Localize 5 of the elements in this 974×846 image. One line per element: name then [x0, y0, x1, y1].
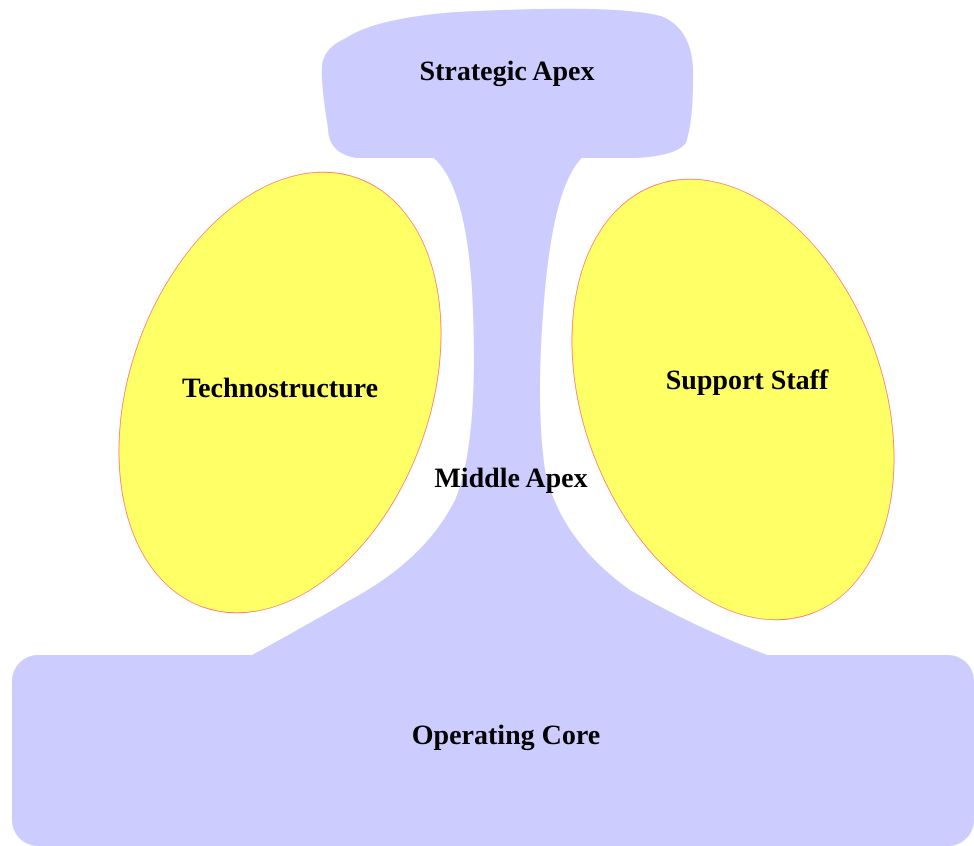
- node-label: Operating Core: [410, 719, 602, 753]
- node-label: Support Staff: [664, 364, 830, 398]
- node-label: Middle Apex: [433, 462, 589, 496]
- node-label: Technostructure: [181, 372, 379, 406]
- node-label: Strategic Apex: [418, 55, 596, 89]
